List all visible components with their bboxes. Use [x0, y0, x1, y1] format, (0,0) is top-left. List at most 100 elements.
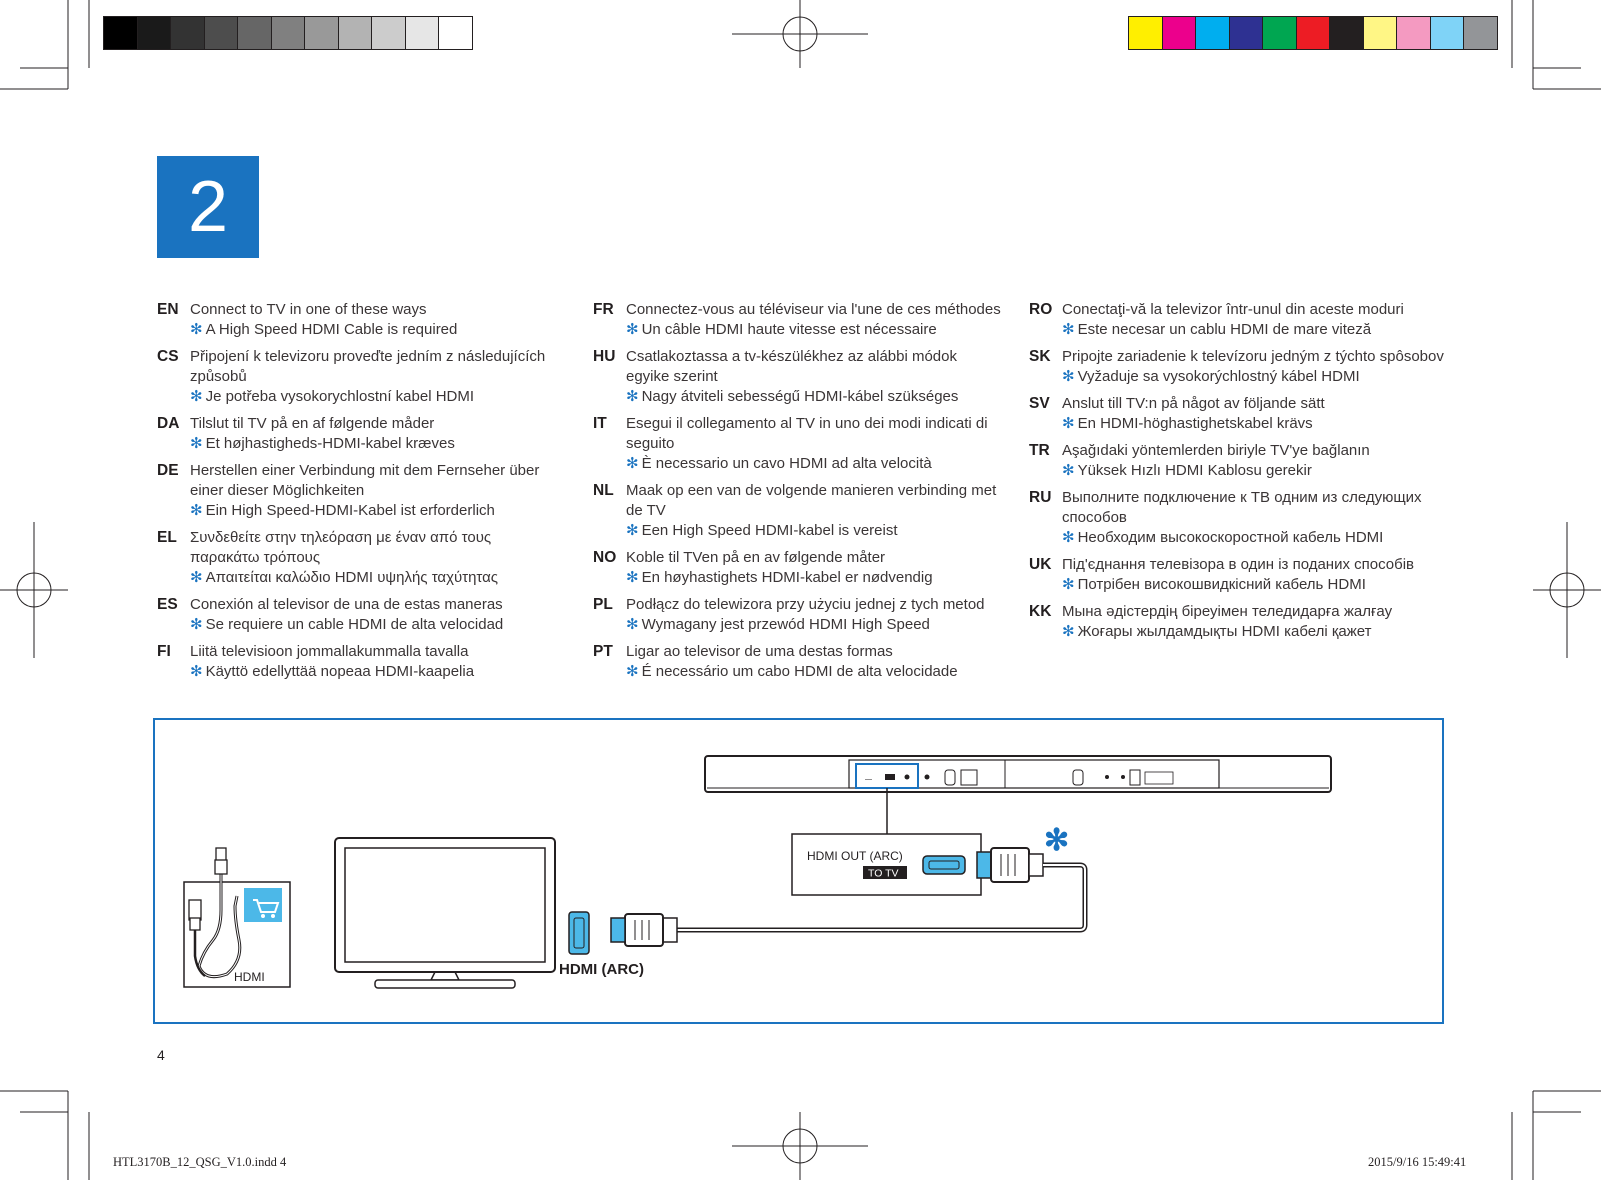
- cable-note-text: Потрібен високошвидкісний кабель HDMI: [1077, 576, 1366, 593]
- color-bar: [1128, 16, 1498, 50]
- gray-swatch: [137, 17, 172, 49]
- instruction-text: Koble til TVen på en av følgende måter: [626, 549, 886, 566]
- asterisk-icon: ✻: [1062, 623, 1075, 640]
- asterisk-icon: ✻: [190, 663, 203, 680]
- instruction-text: Выполните подключение к ТВ одним из след…: [1062, 489, 1422, 526]
- cable-note: ✻En høyhastighets HDMI-kabel er nødvendi…: [626, 568, 1003, 588]
- cable-note: ✻Жоғары жылдамдықты HDMI кабелі қажет: [1062, 622, 1449, 642]
- language-code: IT: [593, 415, 607, 432]
- cable-note-text: Käyttö edellyttää nopeaa HDMI-kaapelia: [205, 663, 475, 680]
- color-swatch: [1196, 17, 1230, 49]
- instruction-text: Anslut till TV:n på något av följande sä…: [1062, 395, 1325, 412]
- instruction-text: Herstellen einer Verbindung mit dem Fern…: [190, 462, 540, 499]
- language-code: SV: [1029, 395, 1050, 412]
- gray-swatch: [305, 17, 339, 49]
- cable-note: ✻Vyžaduje sa vysokorýchlostný kábel HDMI: [1062, 367, 1449, 387]
- language-code: DE: [157, 462, 179, 479]
- cable-note: ✻A High Speed HDMI Cable is required: [190, 320, 557, 340]
- asterisk-icon: ✻: [1062, 529, 1075, 546]
- color-swatch: [1397, 17, 1431, 49]
- cable-note-text: En høyhastighets HDMI-kabel er nødvendig: [641, 569, 933, 586]
- language-entry-cs: CS Připojení k televizoru proveďte jedním…: [157, 347, 557, 407]
- asterisk-icon: ✻: [190, 321, 203, 338]
- language-code: RU: [1029, 489, 1052, 506]
- language-body: Podłącz do telewizora przy użyciu jednej…: [626, 595, 1003, 635]
- connection-diagram: — HDMI OUT (ARC) TO TV: [153, 718, 1444, 1024]
- instruction-text: Συνδεθείτε στην τηλεόραση με έναν από το…: [190, 529, 492, 566]
- language-code: PT: [593, 643, 613, 660]
- language-body: Koble til TVen på en av følgende måter ✻E…: [626, 548, 1003, 588]
- asterisk-icon: ✻: [626, 388, 639, 405]
- instruction-text: Conectaţi-vă la televizor într-unul din …: [1062, 301, 1404, 318]
- language-body: Maak op een van de volgende manieren ver…: [626, 481, 1003, 541]
- color-swatch: [1296, 17, 1331, 49]
- cable-note: ✻È necessario un cavo HDMI ad alta veloc…: [626, 454, 1003, 474]
- language-code: ES: [157, 596, 178, 613]
- cable-note-text: Et højhastigheds-HDMI-kabel kræves: [205, 435, 455, 452]
- color-swatch: [1363, 17, 1398, 49]
- language-code: CS: [157, 348, 179, 365]
- cable-note-text: Nagy átviteli sebességű HDMI-kábel szüks…: [641, 388, 959, 405]
- language-code: EL: [157, 529, 177, 546]
- cable-note-text: Ein High Speed-HDMI-Kabel ist erforderli…: [205, 502, 495, 519]
- cable-note: ✻Un câble HDMI haute vitesse est nécessa…: [626, 320, 1003, 340]
- footer-timestamp: 2015/9/16 15:49:41: [1368, 1155, 1467, 1169]
- instruction-text: Connectez-vous au téléviseur via l'une d…: [626, 301, 1001, 318]
- cable-note-text: Je potřeba vysokorychlostní kabel HDMI: [205, 388, 475, 405]
- gray-swatch: [104, 17, 138, 49]
- instruction-text: Maak op een van de volgende manieren ver…: [626, 482, 997, 519]
- asterisk-icon: ✻: [1062, 368, 1075, 385]
- instruction-text: Esegui il collegamento al TV in uno dei …: [626, 415, 988, 452]
- language-body: Conexión al televisor de una de estas ma…: [190, 595, 557, 635]
- gray-swatch: [238, 17, 272, 49]
- hdmi-out-label: HDMI OUT (ARC): [807, 849, 903, 863]
- connection-diagram-illustration: — HDMI OUT (ARC) TO TV: [183, 755, 1332, 989]
- cable-note-text: Een High Speed HDMI-kabel is vereist: [641, 522, 898, 539]
- language-body: Připojení k televizoru proveďte jedním z…: [190, 347, 557, 407]
- asterisk-icon: ✻: [626, 616, 639, 633]
- language-code: SK: [1029, 348, 1051, 365]
- language-body: Liitä televisioon jommallakummalla taval…: [190, 642, 557, 682]
- cable-note: ✻Este necesar un cablu HDMI de mare vite…: [1062, 320, 1449, 340]
- asterisk-icon: ✻: [626, 663, 639, 680]
- instruction-text: Tilslut til TV på en af følgende måder: [190, 415, 435, 432]
- language-code: NO: [593, 549, 617, 566]
- asterisk-icon: ✻: [1062, 462, 1075, 479]
- language-body: Csatlakoztassa a tv-készülékhez az alább…: [626, 347, 1003, 407]
- instruction-text: Liitä televisioon jommallakummalla taval…: [190, 643, 469, 660]
- cable-note-text: É necessário um cabo HDMI de alta veloci…: [641, 663, 958, 680]
- cable-note-text: Wymagany jest przewód HDMI High Speed: [641, 616, 930, 633]
- asterisk-icon: ✻: [190, 502, 203, 519]
- cable-note: ✻Потрібен високошвидкісний кабель HDMI: [1062, 575, 1449, 595]
- language-entry-el: EL Συνδεθείτε στην τηλεόραση με έναν από …: [157, 528, 557, 588]
- asterisk-icon: ✻: [626, 321, 639, 338]
- cable-note: ✻Nagy átviteli sebességű HDMI-kábel szük…: [626, 387, 1003, 407]
- cable-note-text: Este necesar un cablu HDMI de mare vitez…: [1077, 321, 1372, 338]
- language-body: Herstellen einer Verbindung mit dem Fern…: [190, 461, 557, 521]
- asterisk-icon: ✻: [1062, 576, 1075, 593]
- language-entry-sv: SV Anslut till TV:n på något av följande …: [1029, 394, 1449, 434]
- cable-note: ✻Et højhastigheds-HDMI-kabel kræves: [190, 434, 557, 454]
- language-body: Tilslut til TV på en af følgende måder ✻E…: [190, 414, 557, 454]
- color-swatch: [1129, 17, 1163, 49]
- gray-swatch: [171, 17, 205, 49]
- svg-text:—: —: [865, 776, 872, 783]
- language-body: Мына әдістердің біреуімен теледидарға жа…: [1062, 602, 1449, 642]
- instruction-text: Podłącz do telewizora przy użyciu jednej…: [626, 596, 985, 613]
- grayscale-bar: [103, 16, 473, 50]
- gray-swatch: [338, 17, 373, 49]
- asterisk-icon: ✻: [190, 435, 203, 452]
- language-body: Aşağıdaki yöntemlerden biriyle TV'ye bağ…: [1062, 441, 1449, 481]
- footer-filename: HTL3170B_12_QSG_V1.0.indd 4: [113, 1155, 287, 1169]
- asterisk-icon: ✻: [190, 616, 203, 633]
